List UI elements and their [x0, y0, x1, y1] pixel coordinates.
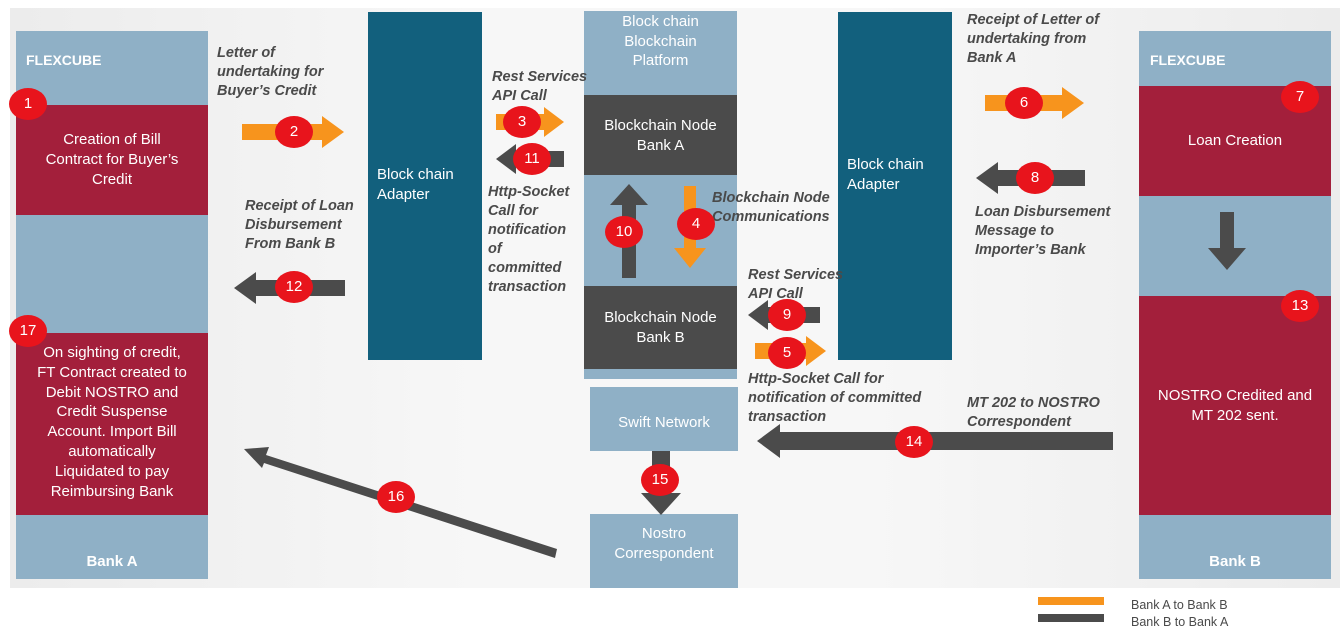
arrow-14	[757, 424, 1113, 458]
step-badge-7: 7	[1281, 81, 1319, 113]
step-badge-11: 11	[513, 143, 551, 175]
label-loan-disbursement-message: Loan Disbursement Message to Importer’s …	[975, 204, 1111, 258]
label-receipt-letter-undertaking: Receipt of Letter of undertaking from Ba…	[967, 12, 1100, 66]
bank-a-footer: Bank A	[86, 553, 138, 570]
step-badge-6: 6	[1005, 87, 1043, 119]
label-http-socket-a: Http-Socket Call for notification of com…	[488, 184, 570, 295]
step-badge-10: 10	[605, 216, 643, 248]
blockchain-adapter-left	[368, 12, 482, 360]
blockchain-node-bank-b-text: Blockchain Node Bank B	[604, 309, 717, 346]
bank-b-nostro-credited-text: NOSTRO Credited and MT 202 sent.	[1157, 387, 1313, 424]
step-badge-2: 2	[275, 116, 313, 148]
step-badge-5: 5	[768, 337, 806, 369]
nostro-correspondent	[590, 514, 738, 588]
bank-b-footer: Bank B	[1209, 553, 1261, 570]
step-badge-15: 15	[641, 464, 679, 496]
label-receipt-loan-disbursement: Receipt of Loan Disbursement From Bank B	[245, 198, 354, 252]
legend-swatches	[1038, 597, 1104, 622]
step-badge-1: 1	[9, 88, 47, 120]
bank-a-bill-contract-box	[16, 105, 208, 215]
blockchain-node-bank-a	[584, 95, 737, 175]
step-badge-3: 3	[503, 106, 541, 138]
blockchain-adapter-right	[838, 12, 952, 360]
bank-a-system-label: FLEXCUBE	[26, 52, 102, 68]
label-rest-services-api-b: Rest Services API Call	[748, 267, 844, 302]
label-http-socket-b: Http-Socket Call for notification of com…	[748, 371, 922, 425]
step-badge-9: 9	[768, 299, 806, 331]
bank-b-nostro-credited-box	[1139, 296, 1331, 515]
bank-a-ft-contract-text: On sighting of credit, FT Contract creat…	[37, 344, 187, 500]
bank-a-ft-contract-box	[16, 333, 208, 515]
legend-dark-swatch	[1038, 614, 1104, 622]
step-badge-16: 16	[377, 481, 415, 513]
legend-bank-a-to-b: Bank A to Bank B	[1131, 598, 1228, 612]
legend-bank-b-to-a: Bank B to Bank A	[1131, 615, 1229, 629]
step-badge-17: 17	[9, 315, 47, 347]
bank-a-bill-contract-text: Creation of Bill Contract for Buyer’s Cr…	[45, 131, 179, 188]
step-badge-4: 4	[677, 208, 715, 240]
blockchain-platform-text: Block chain Blockchain Platform	[622, 13, 699, 69]
blockchain-node-bank-a-text: Blockchain Node Bank A	[604, 117, 717, 154]
blockchain-adapter-left-text: Block chain Adapter	[377, 166, 454, 203]
swift-network-text: Swift Network	[618, 414, 710, 431]
bank-b-loan-creation-text: Loan Creation	[1187, 132, 1283, 149]
label-node-communications: Blockchain Node Communications	[712, 190, 830, 225]
blockchain-adapter-right-text: Block chain Adapter	[847, 156, 924, 193]
bank-b-system-label: FLEXCUBE	[1150, 52, 1226, 68]
arrow-bank-b-down	[1208, 212, 1246, 270]
step-badge-12: 12	[275, 271, 313, 303]
label-rest-services-api-a: Rest Services API Call	[492, 69, 588, 104]
label-letter-of-undertaking: Letter of undertaking for Buyer’s Credit	[217, 45, 324, 99]
step-badge-8: 8	[1016, 162, 1054, 194]
blockchain-node-bank-b	[584, 286, 737, 369]
legend-orange-swatch	[1038, 597, 1104, 605]
swift-network	[590, 387, 738, 451]
step-badge-13: 13	[1281, 290, 1319, 322]
nostro-correspondent-text: Nostro Correspondent	[614, 525, 714, 562]
label-mt202-nostro: MT 202 to NOSTRO Correspondent	[967, 395, 1100, 430]
step-badge-14: 14	[895, 426, 933, 458]
